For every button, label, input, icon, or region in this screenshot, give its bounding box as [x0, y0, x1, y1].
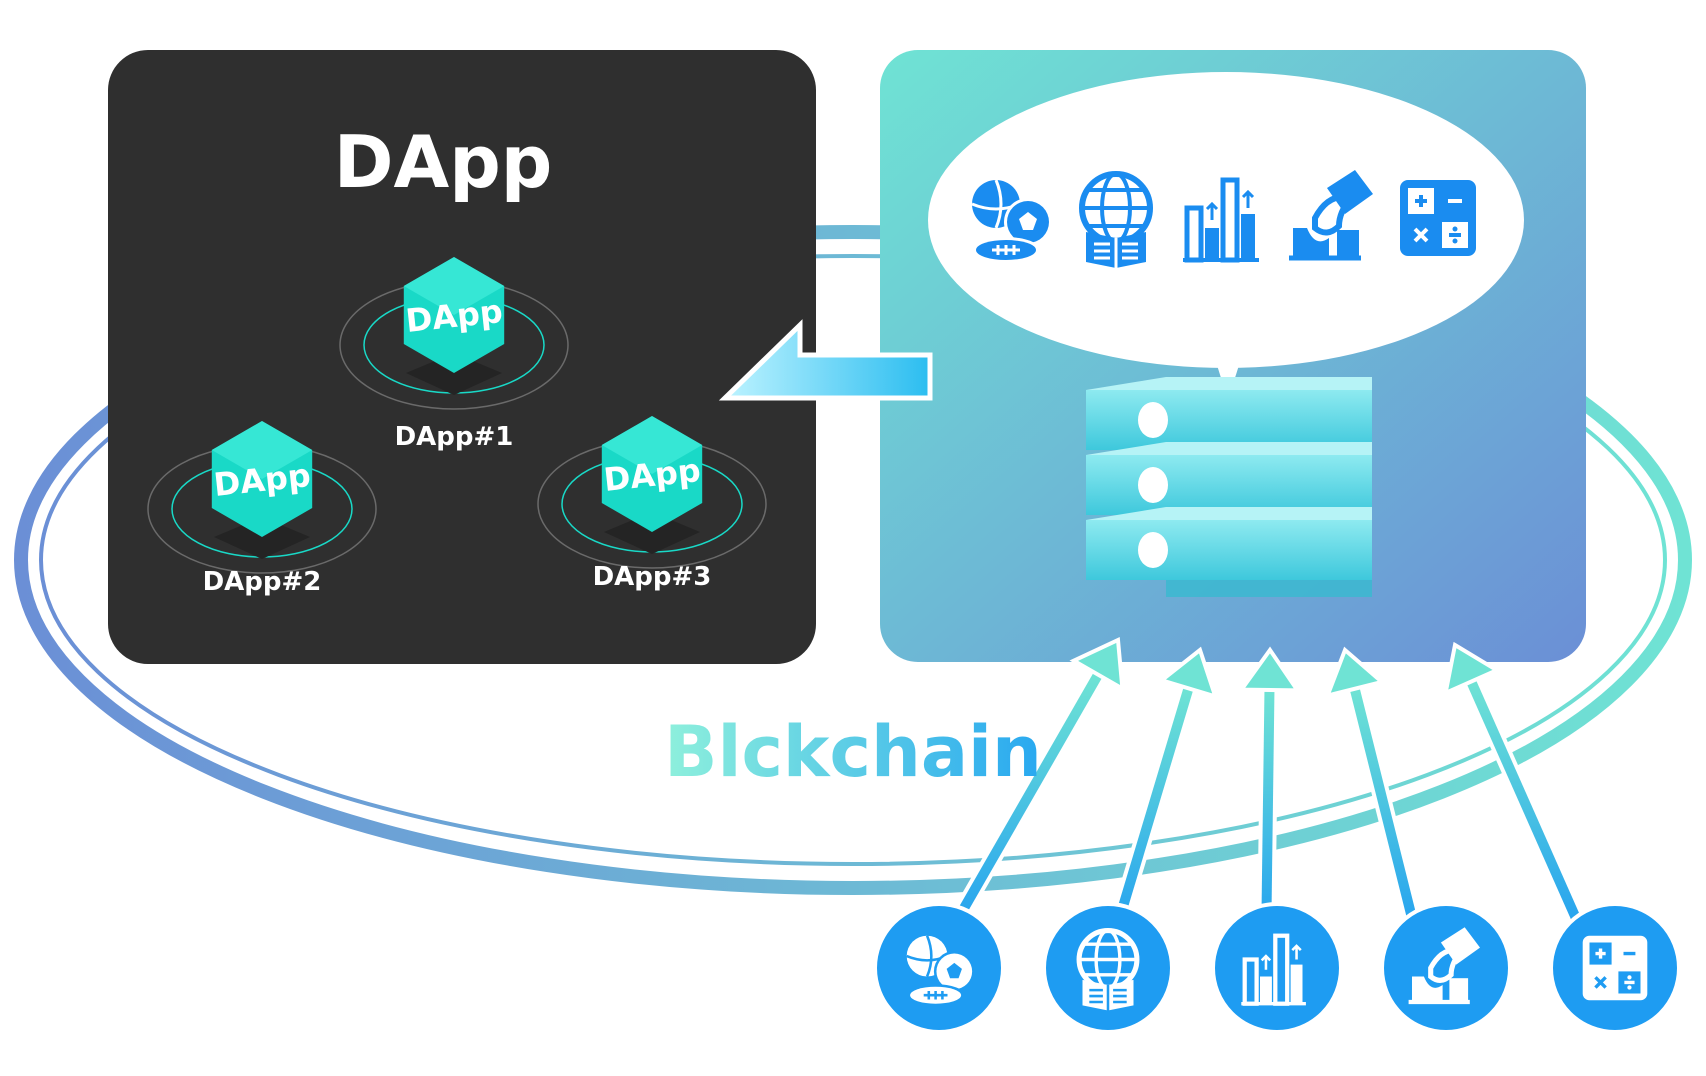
server-stack-icon [1086, 377, 1372, 597]
server-unit-1 [1086, 377, 1372, 467]
bubble-hand-voting-icon [1289, 170, 1373, 261]
blockchain-ring [14, 225, 1692, 895]
data-feed-arrow [718, 319, 933, 401]
dapp-label: DApp#2 [203, 567, 322, 597]
server-unit-3 [1086, 507, 1372, 597]
calculator-icon [1582, 935, 1648, 1001]
dapp-panel-title: DApp [334, 120, 553, 204]
source-sports-balls [873, 902, 1005, 1034]
upload-arrows [931, 636, 1599, 959]
source-globe-book [1042, 902, 1174, 1034]
bubble-globe-book-icon [1079, 171, 1153, 268]
dapp-label: DApp#3 [593, 562, 712, 592]
bubble-icon-row [971, 170, 1476, 268]
upload-arrow-4 [1324, 646, 1429, 959]
bubble-sports-balls-icon [971, 179, 1052, 263]
bar-chart-icon [1241, 933, 1306, 1006]
sports-balls-icon [906, 935, 975, 1007]
dapp-label: DApp#1 [395, 422, 514, 452]
blockchain-label: Blckchain [664, 711, 1042, 793]
upload-arrow-1 [931, 636, 1125, 959]
hand-voting-icon [1408, 927, 1480, 1005]
server-light [1138, 532, 1168, 568]
upload-arrow-5 [1442, 641, 1599, 959]
bubble-bar-chart-icon [1183, 177, 1259, 263]
server-light [1138, 467, 1168, 503]
bubble-calculator-icon [1400, 180, 1476, 256]
source-calculator [1549, 902, 1681, 1034]
source-bar-chart [1211, 902, 1343, 1034]
server-light [1138, 402, 1168, 438]
data-sources [873, 902, 1681, 1034]
globe-book-icon [1076, 928, 1140, 1011]
source-hand-voting [1380, 902, 1512, 1034]
